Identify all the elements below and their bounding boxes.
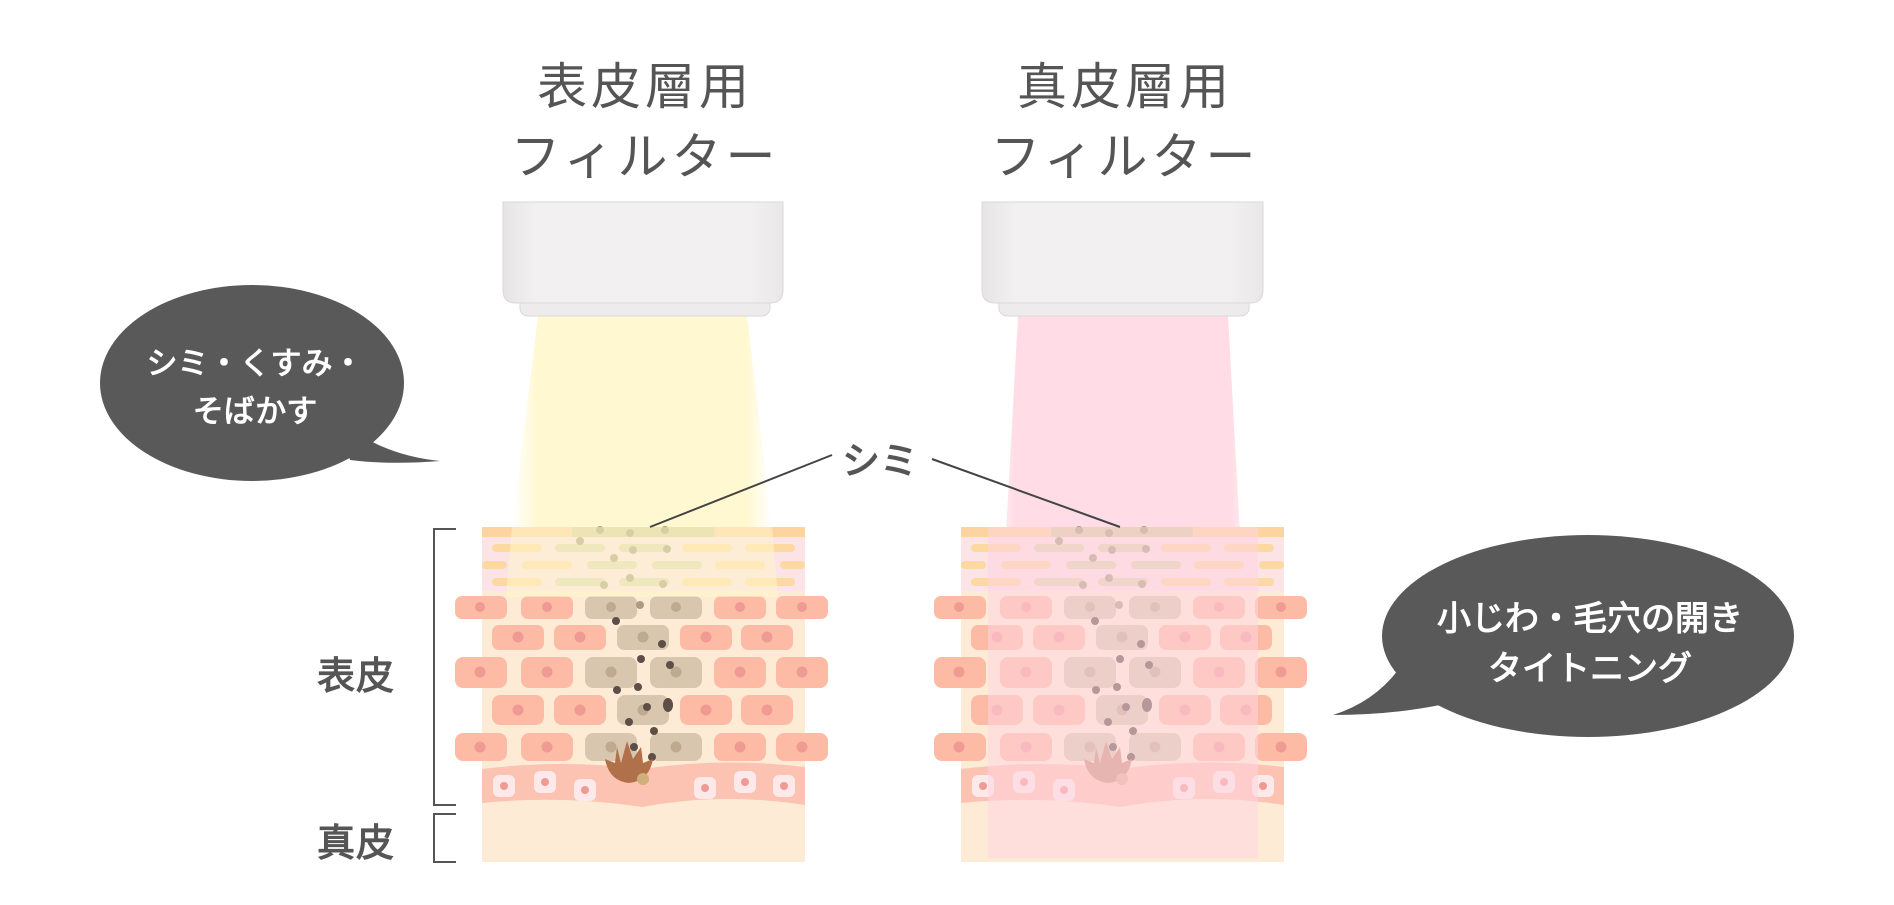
left-bubble-text: シミ・くすみ・ そばかす <box>110 340 400 436</box>
dermis-bracket <box>433 813 456 863</box>
epidermis-bracket <box>433 528 456 806</box>
left-speech-bubble <box>100 285 440 481</box>
skin-cross-section-left <box>455 526 828 862</box>
epidermal-filter-device <box>502 201 784 317</box>
epidermal-filter-title-line2: フィルター <box>510 128 780 186</box>
melanocyte-icon <box>605 741 653 783</box>
dermis-label: 真皮 <box>317 821 396 865</box>
right-speech-bubble <box>1333 535 1794 737</box>
left-bubble-line2: そばかす <box>192 394 318 430</box>
spot-pointer-line-left <box>649 454 833 528</box>
skin-cross-section-right <box>934 526 1307 862</box>
yellow-light-beam <box>512 316 772 530</box>
spot-pointer-line-right <box>931 458 1121 528</box>
epidermis-label: 表皮 <box>317 654 396 698</box>
epidermal-filter-title: 表皮層用 フィルター <box>465 52 825 192</box>
right-bubble-text: 小じわ・毛穴の開き タイトニング <box>1400 594 1780 694</box>
right-bubble-line1: 小じわ・毛穴の開き <box>1437 599 1743 639</box>
right-bubble-line2: タイトニング <box>1488 649 1692 689</box>
spot-label: シミ <box>842 439 919 483</box>
epidermal-filter-title-line1: 表皮層用 <box>537 58 753 116</box>
dermal-filter-device <box>981 201 1264 317</box>
dermal-filter-title-line2: フィルター <box>990 128 1260 186</box>
left-bubble-line1: シミ・くすみ・ <box>146 346 364 382</box>
dermal-filter-title-line1: 真皮層用 <box>1017 58 1233 116</box>
dermal-filter-title: 真皮層用 フィルター <box>945 52 1305 192</box>
